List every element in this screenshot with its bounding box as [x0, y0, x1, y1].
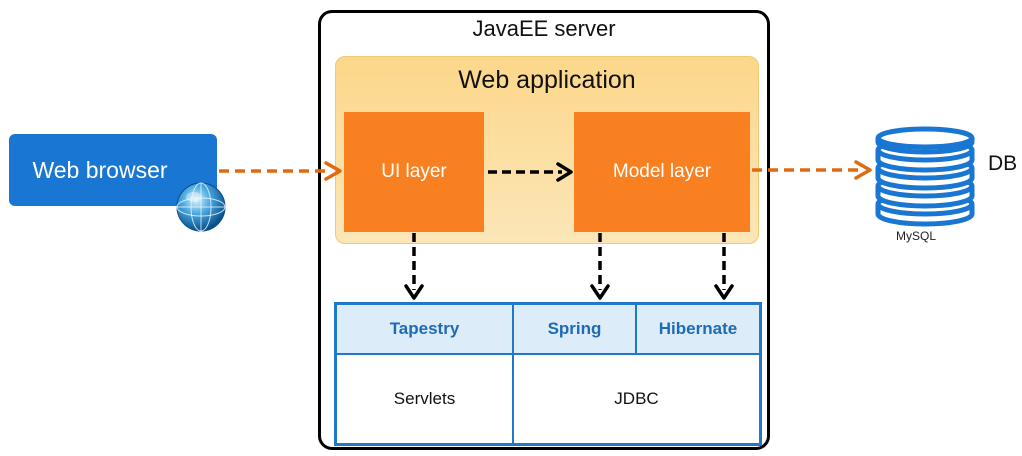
framework-label: JDBC: [614, 389, 659, 408]
framework-cell-servlets: Servlets: [337, 355, 514, 443]
framework-label: Tapestry: [389, 319, 460, 338]
web-browser-label: Web browser: [32, 156, 168, 183]
framework-label: Servlets: [393, 389, 456, 408]
framework-cell-hibernate: Hibernate: [637, 305, 759, 355]
server-title: JavaEE server: [472, 16, 616, 41]
ui-layer-label: UI layer: [381, 161, 447, 182]
ui-to-model-arrow: [488, 162, 573, 182]
browser-to-ui-arrow: [219, 161, 342, 181]
framework-label: Spring: [547, 319, 602, 338]
globe-icon: [176, 182, 226, 232]
mysql-label: MySQL: [896, 229, 937, 243]
db-label: DB: [988, 152, 1018, 175]
framework-label: Hibernate: [658, 319, 738, 338]
framework-cell-spring: Spring: [514, 305, 637, 355]
framework-cell-tapestry: Tapestry: [337, 305, 514, 355]
framework-cell-jdbc: JDBC: [514, 355, 759, 443]
model-layer-label: Model layer: [612, 161, 712, 182]
model-to-hibernate-arrow: [714, 233, 734, 300]
model-layer-box: Model layer: [574, 112, 750, 232]
model-to-db-arrow: [752, 160, 872, 180]
database-icon: [875, 126, 975, 227]
frameworks-table: Tapestry Spring Hibernate Servlets JDBC: [334, 302, 762, 446]
model-to-spring-arrow: [590, 233, 610, 300]
javaee-server-container: [318, 10, 770, 450]
ui-to-tapestry-arrow: [404, 233, 424, 300]
ui-layer-box: UI layer: [344, 112, 484, 232]
web-application-title: Web application: [458, 66, 636, 94]
